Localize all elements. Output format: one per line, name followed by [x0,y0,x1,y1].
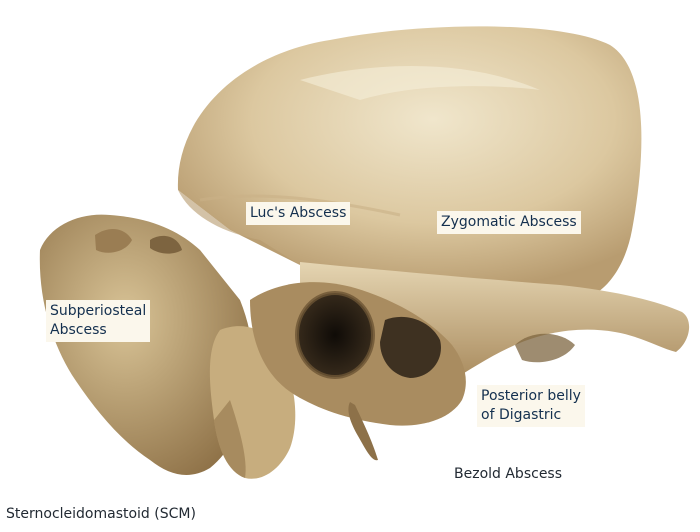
posterior-belly-line-1: Posterior belly [481,387,581,406]
posterior-belly-line-2: of Digastric [481,406,581,425]
subperiosteal-line-2: Abscess [50,321,146,340]
bezold-abscess-label: Bezold Abscess [454,465,562,484]
zygomatic-abscess-label: Zygomatic Abscess [437,211,581,234]
lucs-abscess-label: Luc's Abscess [246,202,350,225]
scm-label: Sternocleidomastoid (SCM) [6,505,196,524]
subperiosteal-abscess-label: Subperiosteal Abscess [46,300,150,342]
subperiosteal-line-1: Subperiosteal [50,302,146,321]
posterior-belly-digastric-label: Posterior belly of Digastric [477,385,585,427]
